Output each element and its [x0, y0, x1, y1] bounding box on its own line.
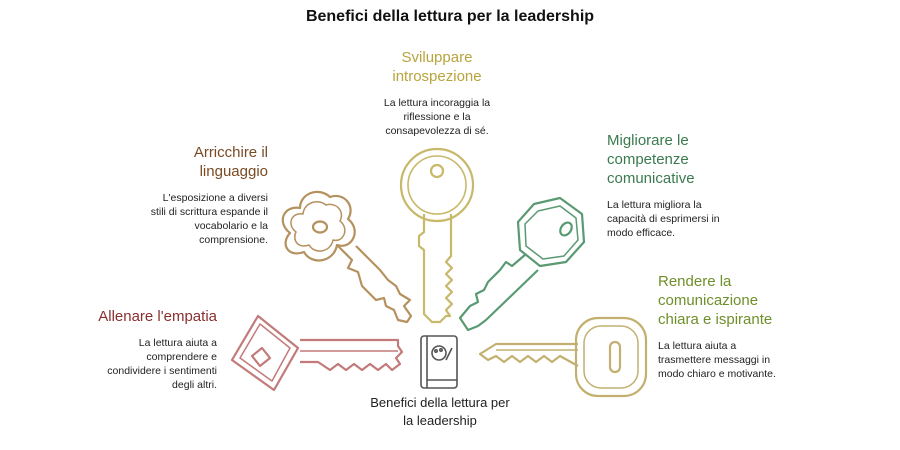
item-heading: Sviluppare introspezione	[392, 49, 482, 85]
item-description: La lettura incoraggia la riflessione e l…	[383, 97, 491, 137]
key-comunicative	[458, 196, 586, 332]
item-description: La lettura migliora la capacità di espri…	[607, 199, 720, 239]
item-heading: Allenare l'empatia	[98, 308, 217, 325]
item-empatia: Allenare l'empatia La lettura aiuta a co…	[95, 307, 217, 392]
item-introspezione: Sviluppare introspezione La lettura inco…	[372, 48, 502, 138]
item-description: La lettura aiuta a comprendere e condivi…	[107, 337, 217, 391]
item-heading: Migliorare le competenze comunicative	[607, 132, 695, 187]
center-label: Benefici della lettura per la leadership	[370, 395, 510, 428]
key-introspezione	[399, 147, 475, 324]
key-empatia	[230, 314, 404, 392]
book-icon	[420, 335, 458, 389]
item-ispirante: Rendere la comunicazione chiara e ispira…	[658, 272, 786, 381]
key-ispirante	[478, 316, 648, 398]
key-linguaggio	[281, 190, 413, 324]
item-linguaggio: Arricchire il linguaggio L'esposizione a…	[150, 143, 268, 247]
item-heading: Rendere la comunicazione chiara e ispira…	[658, 273, 773, 328]
item-description: La lettura aiuta a trasmettere messaggi …	[658, 340, 776, 380]
item-description: L'esposizione a diversi stili di scrittu…	[150, 192, 268, 246]
item-heading: Arricchire il linguaggio	[193, 144, 268, 180]
item-comunicative: Migliorare le competenze comunicative La…	[607, 131, 727, 240]
diagram-title: Benefici della lettura per la leadership	[305, 8, 595, 25]
